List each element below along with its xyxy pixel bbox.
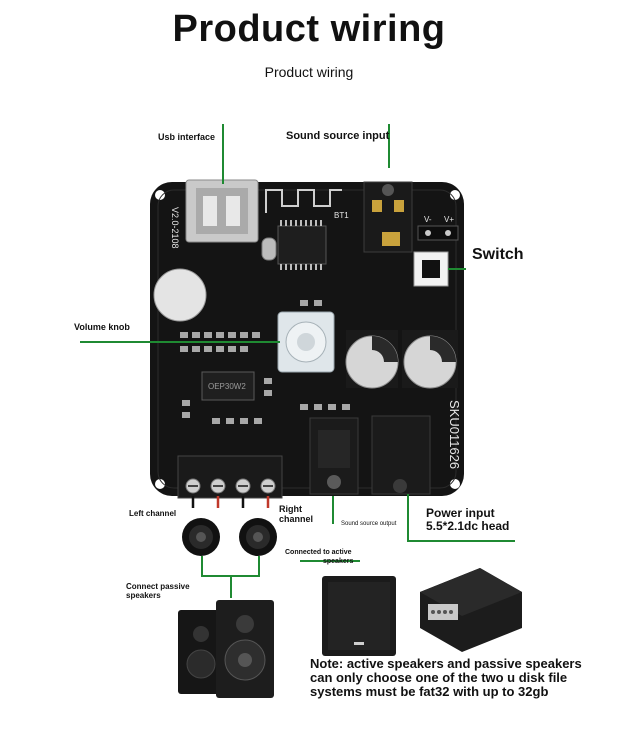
- label-power-input: Power input 5.5*2.1dc head: [426, 507, 509, 533]
- label-right-channel: Right channel: [279, 504, 313, 524]
- label-volume-knob: Volume knob: [74, 322, 130, 332]
- label-connect-passive: Connect passive speakers: [126, 582, 190, 600]
- usb-port: [185, 179, 259, 243]
- speaker-wires: [191, 496, 270, 508]
- wire-passive: [230, 576, 232, 598]
- wire-active: [300, 560, 360, 562]
- label-connected-active: Connected to active speakers: [285, 548, 353, 566]
- label-usb-interface: Usb interface: [158, 132, 216, 142]
- pin-label-vplus: V+: [444, 215, 454, 224]
- crystal: [261, 237, 277, 261]
- wire-power-h: [407, 540, 515, 542]
- passive-speakers: [178, 600, 274, 698]
- capacitor-left: [153, 268, 207, 322]
- wire-power-v: [407, 494, 409, 542]
- capacitors-right: [345, 330, 458, 389]
- wire-switch: [448, 268, 466, 270]
- wire-right-driver: [258, 556, 260, 576]
- driver-left: [182, 518, 220, 556]
- note-line-2: can only choose one of the two u disk fi…: [310, 670, 568, 685]
- bluetooth-antenna: [265, 189, 342, 213]
- power-supply: [420, 568, 522, 652]
- active-speaker: [322, 576, 396, 656]
- label-connected-active-line1: Connected to active: [285, 549, 352, 556]
- label-sound-source-output: Sound source output: [341, 521, 397, 527]
- label-connect-passive-line2: speakers: [126, 591, 161, 600]
- label-switch: Switch: [472, 246, 524, 263]
- amp-chip: [201, 371, 255, 401]
- switch-component: [413, 251, 449, 287]
- driver-right: [239, 518, 277, 556]
- smd-components: [180, 300, 350, 424]
- sku-text: SKU011626: [447, 400, 462, 469]
- audio-jack-input: [363, 181, 413, 253]
- label-connect-passive-line1: Connect passive: [126, 582, 190, 591]
- wire-sound-output: [332, 496, 334, 524]
- pin-label-vminus: V-: [424, 215, 432, 224]
- volume-knob: [277, 311, 335, 373]
- label-right-channel-line1: Right: [279, 504, 302, 514]
- label-sound-source-input: Sound source input: [286, 130, 390, 142]
- wire-sound-input: [388, 124, 390, 168]
- label-connected-active-line2: speakers: [323, 558, 354, 565]
- pin-header: [417, 225, 459, 241]
- main-chip: [277, 220, 327, 270]
- wire-volume: [80, 341, 280, 343]
- audio-jack-output: [309, 417, 359, 495]
- wire-usb: [222, 124, 224, 184]
- wire-left-driver: [201, 556, 203, 576]
- page-title: Product wiring: [172, 8, 446, 50]
- note-line-3: systems must be fat32 with up to 32gb: [310, 684, 549, 699]
- label-left-channel: Left channel: [129, 509, 177, 518]
- label-power-input-line1: Power input: [426, 506, 495, 520]
- label-power-input-line2: 5.5*2.1dc head: [426, 519, 510, 533]
- label-right-channel-line2: channel: [279, 514, 314, 524]
- page-subtitle: Product wiring: [264, 64, 354, 80]
- dc-power-jack: [371, 415, 431, 495]
- note-text: Note: active speakers and passive speake…: [310, 657, 610, 699]
- chip-text: OEP30W2: [208, 382, 246, 391]
- bt-text: BT1: [334, 211, 349, 220]
- terminal-block: [177, 455, 283, 499]
- note-line-1: Note: active speakers and passive speake…: [310, 656, 582, 671]
- version-text: V2.0-2108: [170, 207, 180, 249]
- board-silkscreen: SKU011626 V2.0-2108 BT1 OEP30W2 V- V+: [170, 207, 462, 469]
